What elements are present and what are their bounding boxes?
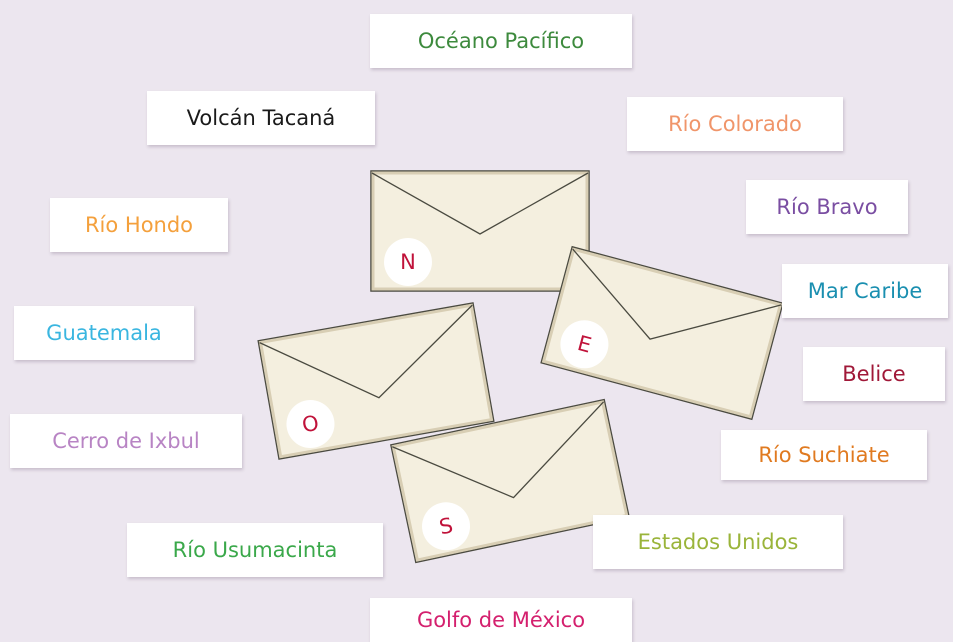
label-golfo-de-mexico[interactable]: Golfo de México	[370, 598, 632, 642]
envelope-east-icon	[540, 245, 784, 421]
label-cerro-de-ixbul[interactable]: Cerro de Ixbul	[10, 414, 242, 468]
label-rio-colorado[interactable]: Río Colorado	[627, 97, 843, 151]
envelope-south[interactable]: S	[390, 398, 631, 564]
label-rio-hondo[interactable]: Río Hondo	[50, 198, 228, 252]
label-rio-usumacinta[interactable]: Río Usumacinta	[127, 523, 383, 577]
label-belice[interactable]: Belice	[803, 347, 945, 401]
envelope-west[interactable]: O	[257, 302, 495, 460]
label-guatemala[interactable]: Guatemala	[14, 306, 194, 360]
label-rio-bravo[interactable]: Río Bravo	[746, 180, 908, 234]
label-mar-caribe[interactable]: Mar Caribe	[782, 264, 948, 318]
envelope-letter-north: N	[384, 238, 432, 286]
label-estados-unidos[interactable]: Estados Unidos	[593, 515, 843, 569]
label-oceano-pacifico[interactable]: Océano Pacífico	[370, 14, 632, 68]
label-rio-suchiate[interactable]: Río Suchiate	[721, 430, 927, 480]
envelope-north[interactable]: N	[370, 170, 590, 292]
envelope-east[interactable]: E	[540, 245, 784, 421]
label-volcan-tacana[interactable]: Volcán Tacaná	[147, 91, 375, 145]
